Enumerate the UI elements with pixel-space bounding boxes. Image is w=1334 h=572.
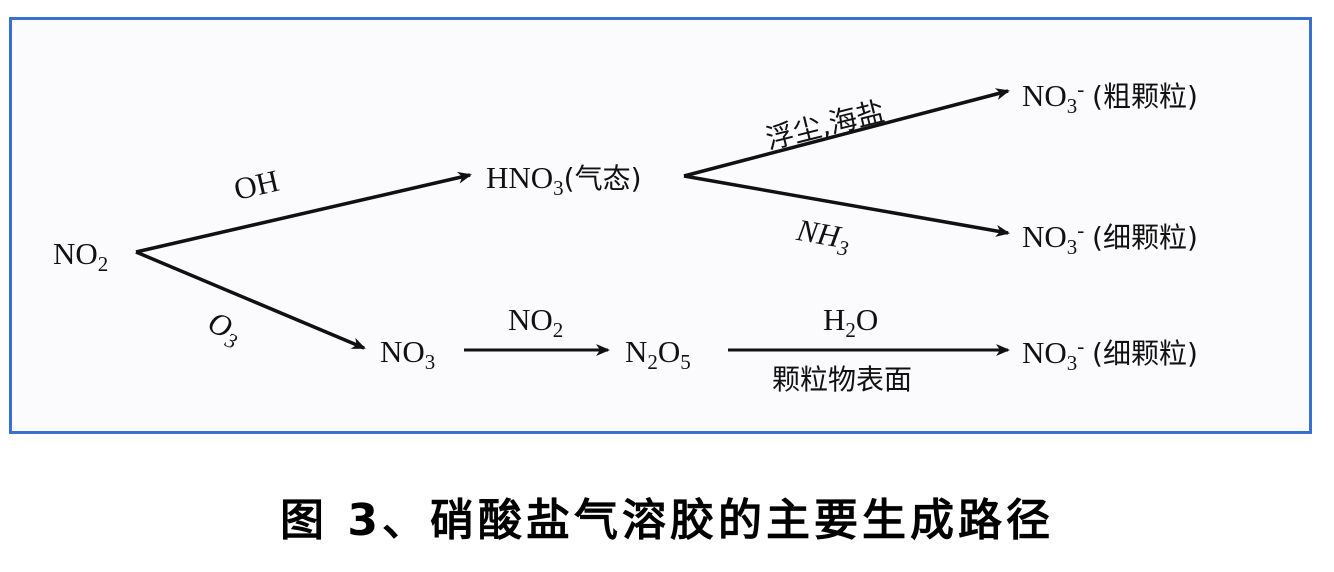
node-no3-sub: 3: [424, 350, 436, 374]
diagram-frame: [9, 17, 1312, 434]
edge-h2o-h: H: [823, 302, 846, 337]
edge-h2o-sub: 2: [845, 318, 856, 342]
arrow-to-coarse: [683, 88, 1010, 178]
arrow-no2-to-hno3: [135, 171, 472, 254]
nitrate-coarse-charge: -: [1077, 77, 1085, 101]
edge-label-surface: 颗粒物表面: [772, 363, 913, 396]
node-no2-text: NO: [53, 236, 98, 271]
nitrate-fine-1-sub: 3: [1066, 235, 1078, 259]
nitrate-fine-2-size: (细颗粒): [1092, 337, 1198, 370]
node-no3-text: NO: [380, 334, 425, 369]
edge-nh3-text: NH: [794, 212, 843, 254]
nitrate-fine-2-text: NO: [1022, 335, 1067, 370]
nitrate-fine-1-charge: -: [1077, 218, 1085, 242]
node-nitrate-fine-1: NO3- (细颗粒): [1022, 218, 1198, 258]
node-nitrate-coarse: NO3- (粗颗粒): [1022, 77, 1198, 117]
edge-label-no2: NO2: [508, 302, 563, 341]
node-n2o5-sub1: 2: [647, 350, 658, 374]
node-no2: NO2: [53, 236, 108, 275]
edge-h2o-o: O: [855, 302, 879, 337]
node-hno3-sub: 3: [553, 176, 564, 200]
nitrate-coarse-text: NO: [1022, 78, 1067, 113]
nitrate-fine-2-charge: -: [1077, 334, 1085, 358]
nitrate-fine-2-sub: 3: [1066, 351, 1078, 375]
figure-caption: 图 3、硝酸盐气溶胶的主要生成路径: [280, 495, 1054, 546]
nitrate-coarse-sub: 3: [1066, 94, 1078, 118]
node-n2o5-n: N: [625, 334, 648, 369]
node-hno3: HNO3(气态): [486, 160, 642, 199]
edge-no2-sub: 2: [552, 318, 564, 342]
nitrate-fine-1-text: NO: [1022, 219, 1067, 254]
node-n2o5-sub2: 5: [680, 350, 691, 374]
edge-label-h2o: H2O: [823, 302, 879, 341]
nitrate-coarse-size: (粗颗粒): [1092, 80, 1198, 113]
arrow-no2-to-no3: [135, 250, 366, 350]
nitrate-fine-1-size: (细颗粒): [1092, 221, 1198, 254]
node-nitrate-fine-2: NO3- (细颗粒): [1022, 334, 1198, 374]
node-hno3-state: (气态): [563, 162, 642, 195]
node-no2-sub: 2: [97, 252, 109, 276]
node-n2o5: N2O5: [625, 334, 691, 373]
node-n2o5-o: O: [657, 334, 681, 369]
node-hno3-text: HNO: [486, 160, 554, 195]
node-no3: NO3: [380, 334, 435, 373]
edge-no2-text: NO: [508, 302, 553, 337]
arrow-to-fine-1: [683, 174, 1010, 237]
